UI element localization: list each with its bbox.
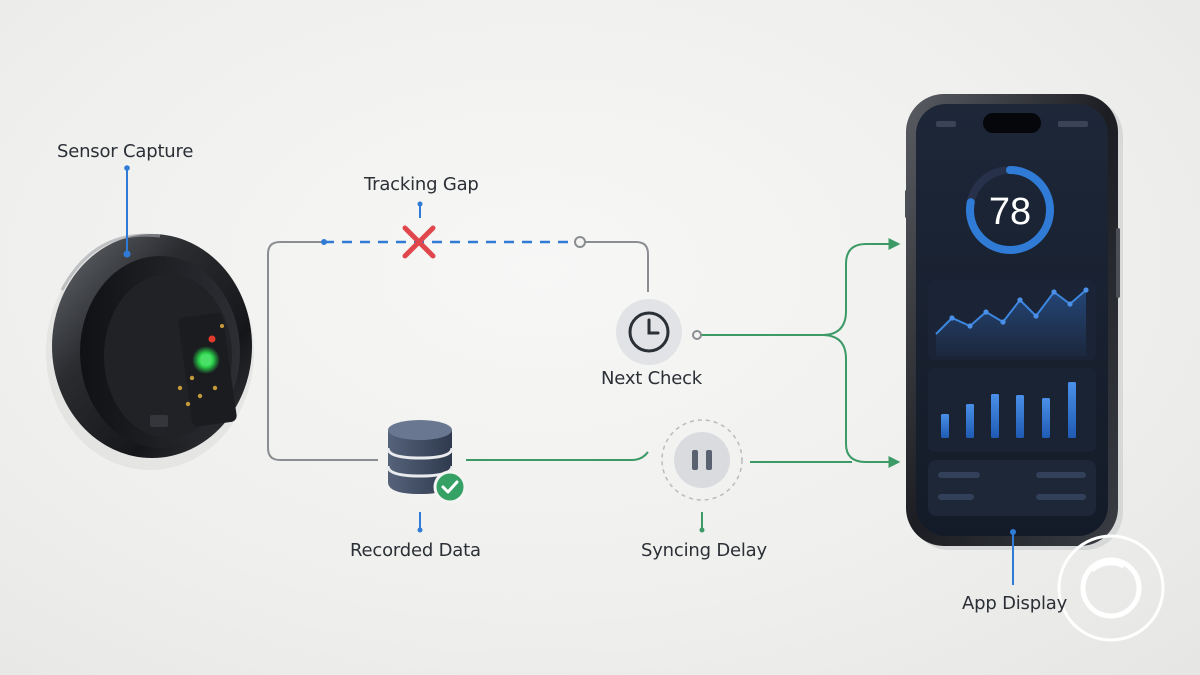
score-progress-arc bbox=[966, 166, 1054, 254]
score-value: 78 bbox=[989, 191, 1031, 233]
summary-list-card bbox=[928, 460, 1096, 516]
green-flow-lines bbox=[466, 238, 901, 468]
clock-icon bbox=[616, 299, 682, 365]
dynamic-island bbox=[983, 113, 1041, 133]
smartphone: 78 bbox=[905, 94, 1123, 550]
recorded-data-label: Recorded Data bbox=[350, 540, 481, 561]
pause-icon bbox=[661, 419, 743, 501]
sensor-capture-label: Sensor Capture bbox=[57, 141, 194, 162]
syncing-delay-label: Syncing Delay bbox=[641, 540, 767, 561]
syncing-delay-pointer bbox=[699, 512, 705, 533]
circle-logo-icon bbox=[1057, 534, 1165, 642]
check-badge-icon bbox=[433, 470, 467, 504]
next-check-label: Next Check bbox=[601, 368, 703, 389]
trend-chart-card bbox=[928, 280, 1096, 360]
recorded-data-pointer bbox=[417, 512, 423, 533]
tracking-gap-line bbox=[321, 201, 586, 248]
tracking-gap-label: Tracking Gap bbox=[364, 174, 479, 195]
x-mark-icon bbox=[402, 225, 436, 259]
next-check-port bbox=[692, 330, 702, 340]
sensor-capture-pointer bbox=[123, 165, 131, 258]
connector-lines bbox=[267, 241, 649, 461]
app-display-label: App Display bbox=[962, 593, 1068, 614]
app-display-pointer bbox=[1010, 529, 1016, 585]
database-icon bbox=[386, 420, 454, 494]
smart-ring bbox=[46, 233, 254, 470]
activity-bars-card bbox=[928, 368, 1096, 452]
score-gauge: 78 bbox=[966, 166, 1054, 254]
